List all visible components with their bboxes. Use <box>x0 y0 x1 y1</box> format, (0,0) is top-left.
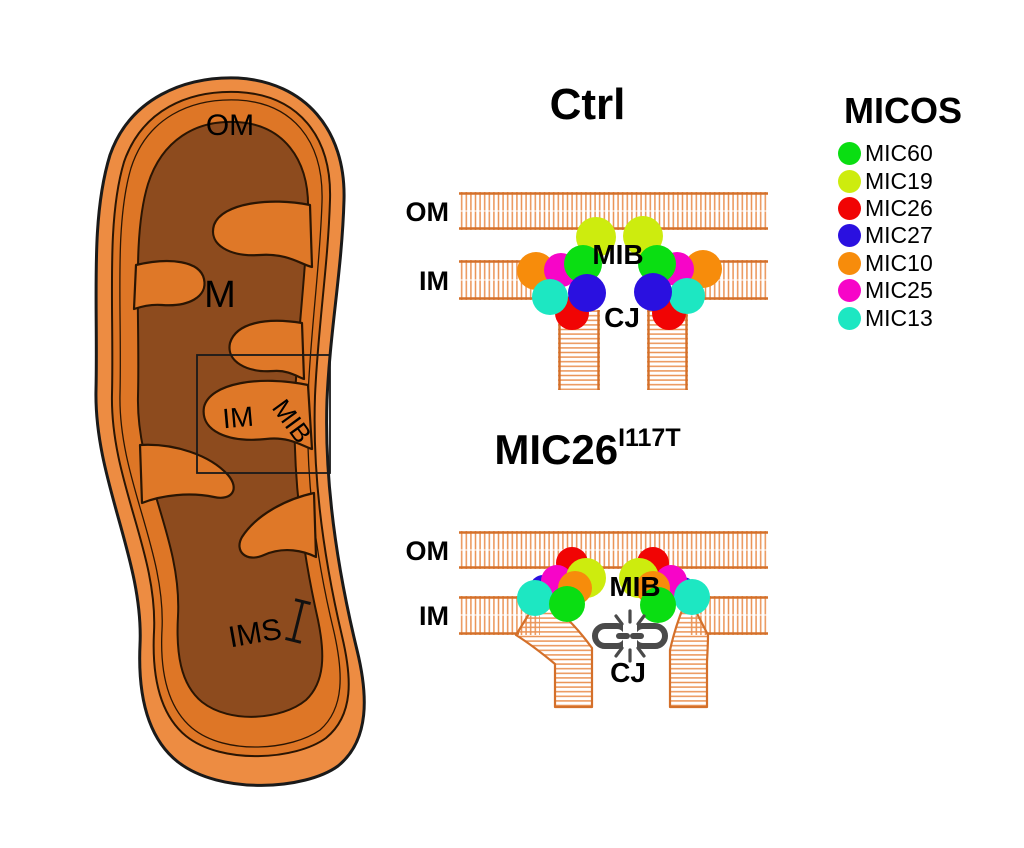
mutant-im-label: IM <box>419 601 449 631</box>
mutant-mib-label: MIB <box>609 571 660 602</box>
ims-ibeam-marker <box>285 598 311 644</box>
mutant-om-membrane <box>459 531 768 569</box>
protein-mic27 <box>568 274 606 312</box>
ctrl-om-label: OM <box>406 197 450 227</box>
ctrl-om-membrane <box>459 192 768 230</box>
legend-item-mic19: MIC19 <box>838 167 988 194</box>
protein-mic60 <box>549 586 585 622</box>
legend-label: MIC27 <box>865 222 933 249</box>
legend-label: MIC60 <box>865 140 933 167</box>
mic25-color-dot <box>838 279 861 303</box>
legend-item-mic27: MIC27 <box>838 222 988 249</box>
mic27-color-dot <box>838 224 861 248</box>
legend-items: MIC60 MIC19 MIC26 MIC27 MIC10 MIC25 MIC1… <box>838 140 988 332</box>
ctrl-cj-label: CJ <box>604 302 640 333</box>
mic60-color-dot <box>838 142 861 166</box>
legend-label: MIC13 <box>865 304 933 331</box>
protein-mic13 <box>517 580 553 616</box>
mutant-cj-label: CJ <box>610 657 646 688</box>
mic19-color-dot <box>838 169 861 193</box>
mutant-micos-cluster-right <box>619 547 710 623</box>
legend-label: MIC10 <box>865 249 933 276</box>
protein-mic10 <box>684 250 722 288</box>
mutant-om-label: OM <box>406 536 450 566</box>
ctrl-panel-title: Ctrl <box>549 80 626 129</box>
protein-mic13 <box>674 579 710 615</box>
mito-om-label: OM <box>206 109 254 142</box>
ctrl-panel-diagram: OM IM MIB CJ <box>406 192 768 390</box>
mito-inner-boundary-line <box>119 99 341 748</box>
legend-title: MICOS <box>843 90 962 131</box>
legend-item-mic13: MIC13 <box>838 304 988 331</box>
ctrl-micos-cluster-right <box>623 216 722 330</box>
mito-im-label: IM <box>221 401 255 435</box>
mutant-crista-tubes <box>514 594 710 709</box>
ctrl-micos-cluster-left <box>517 217 616 330</box>
mitochondrion-illustration: OM M IM MIB IMS <box>94 76 366 787</box>
mutant-title-base: MIC26 <box>494 426 619 473</box>
mito-cristae <box>132 200 318 559</box>
micos-legend: MICOS MIC60 MIC19 MIC26 MIC27 MIC10 MIC2… <box>818 90 988 332</box>
legend-item-mic10: MIC10 <box>838 250 988 277</box>
ctrl-mib-label: MIB <box>592 239 643 270</box>
mic26-color-dot <box>838 196 861 220</box>
mutant-micos-cluster-left <box>517 547 606 622</box>
protein-mic13 <box>669 278 705 314</box>
protein-mic60 <box>638 245 676 283</box>
legend-label: MIC19 <box>865 167 933 194</box>
protein-mic60 <box>564 245 602 283</box>
protein-mic27 <box>634 273 672 311</box>
legend-item-mic25: MIC25 <box>838 277 988 304</box>
legend-label: MIC26 <box>865 194 933 221</box>
protein-mic13 <box>532 279 568 315</box>
mic13-color-dot <box>838 306 861 330</box>
mic10-color-dot <box>838 251 861 275</box>
mutant-panel-title: MIC26I117T <box>395 424 780 474</box>
legend-label: MIC25 <box>865 277 933 304</box>
mutant-panel-diagram: OM IM MIB CJ <box>406 531 768 709</box>
protein-mic60 <box>640 587 676 623</box>
mutant-title-superscript: I117T <box>618 424 681 452</box>
broken-link-icon <box>592 609 668 663</box>
ctrl-im-label: IM <box>419 266 449 296</box>
zoom-region-box <box>196 354 331 474</box>
mito-matrix-label: M <box>204 274 236 316</box>
legend-item-mic60: MIC60 <box>838 140 988 167</box>
legend-item-mic26: MIC26 <box>838 195 988 222</box>
